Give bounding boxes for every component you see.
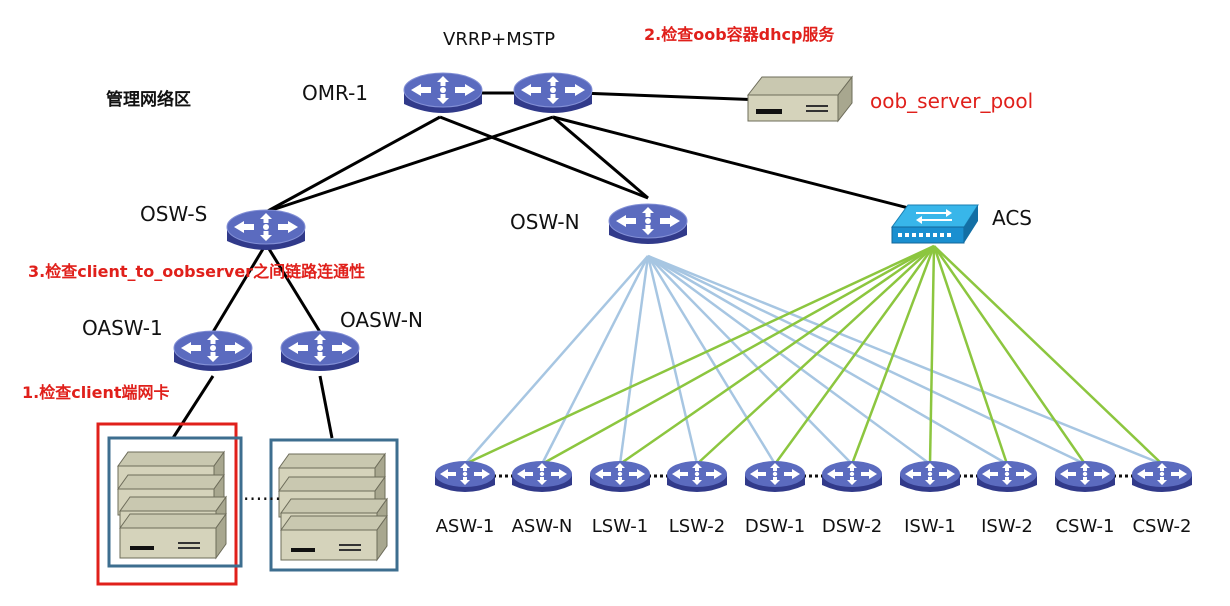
acs-link	[696, 245, 935, 465]
acs-link	[619, 244, 935, 466]
client-server-stack-1[interactable]	[117, 451, 227, 559]
acs-link	[464, 244, 935, 466]
osw-n-link	[540, 255, 650, 465]
osw-n-link	[647, 254, 1163, 466]
access-switch-label: CSW-2	[1132, 516, 1191, 537]
acs-link	[773, 245, 936, 465]
oob-server-icon[interactable]	[746, 75, 854, 123]
access-switch-icon[interactable]	[977, 461, 1037, 492]
client-server-stack-2[interactable]	[278, 453, 388, 561]
access-switch-icon[interactable]	[900, 461, 960, 492]
omr-label: OMR-1	[302, 81, 368, 105]
acs-label: ACS	[992, 206, 1032, 230]
osw-s-label: OSW-S	[140, 202, 207, 226]
access-switch-label: ASW-N	[512, 516, 573, 537]
server-icon	[119, 513, 227, 559]
osw-n-link	[647, 254, 1086, 466]
osw-n-link	[647, 254, 931, 466]
osw-n-link	[464, 255, 649, 465]
omr-switch-a-icon[interactable]	[403, 72, 483, 114]
oob-pool-label: oob_server_pool	[870, 89, 1033, 113]
server-icon	[280, 515, 388, 561]
osw-s-switch-icon[interactable]	[226, 209, 306, 251]
access-switch-label: LSW-1	[592, 516, 648, 537]
client-group-box-2	[269, 438, 399, 572]
omr-switch-b-icon[interactable]	[513, 72, 593, 114]
client-highlight-box	[96, 422, 238, 586]
acs-link	[928, 245, 936, 465]
access-switch-icon[interactable]	[667, 461, 727, 492]
access-switch-icon[interactable]	[822, 461, 882, 492]
backbone-links	[171, 91, 933, 439]
oasw-n-label: OASW-N	[340, 308, 423, 332]
access-switch-icon[interactable]	[590, 461, 650, 492]
access-switch-icon[interactable]	[1132, 461, 1192, 492]
access-switch-icon[interactable]	[745, 461, 805, 492]
acs-link	[933, 245, 1163, 465]
access-switch-icon[interactable]	[1055, 461, 1115, 492]
cluster-label: VRRP+MSTP	[443, 29, 555, 50]
access-switch-label: DSW-1	[745, 516, 805, 537]
access-switch-label: ISW-2	[981, 516, 1033, 537]
osw-n-link	[647, 255, 853, 465]
oasw-1-label: OASW-1	[82, 316, 163, 340]
acs-switch-icon[interactable]	[891, 204, 979, 244]
oasw-n-switch-icon[interactable]	[280, 330, 360, 372]
zone-label: 管理网络区	[106, 89, 191, 110]
osw-n-link	[646, 255, 777, 465]
access-switch-label: ISW-1	[904, 516, 956, 537]
osw-n-link	[647, 254, 1008, 466]
step2-note: 2.检查oob容器dhcp服务	[644, 25, 835, 44]
osw-n-link	[646, 255, 699, 465]
access-switch-label: CSW-1	[1055, 516, 1114, 537]
acs-link	[541, 244, 935, 466]
step1-note: 1.检查client端网卡	[22, 383, 170, 402]
acs-link	[932, 245, 1087, 465]
osw-n-switch-icon[interactable]	[608, 203, 688, 245]
access-links	[464, 244, 1163, 466]
oasw-1-switch-icon[interactable]	[173, 330, 253, 372]
acs-link	[850, 245, 936, 465]
access-switch-icon[interactable]	[512, 461, 572, 492]
acs-link	[932, 245, 1009, 465]
step3-note: 3.检查client_to_oobserver之间链路连通性	[28, 262, 365, 281]
access-switch-label: DSW-2	[822, 516, 882, 537]
access-switch-label: ASW-1	[436, 516, 495, 537]
access-switch-icon[interactable]	[435, 461, 495, 492]
access-switch-row: ASW-1 ASW-N LSW-1 LSW-2 DSW-1 DSW-2 ISW-1 ISW-2…	[435, 461, 1192, 537]
client-group-box-1	[107, 436, 243, 568]
osw-n-label: OSW-N	[510, 210, 580, 234]
osw-n-link	[618, 255, 650, 465]
access-switch-label: LSW-2	[669, 516, 725, 537]
ellipsis-label: ......	[243, 481, 281, 505]
